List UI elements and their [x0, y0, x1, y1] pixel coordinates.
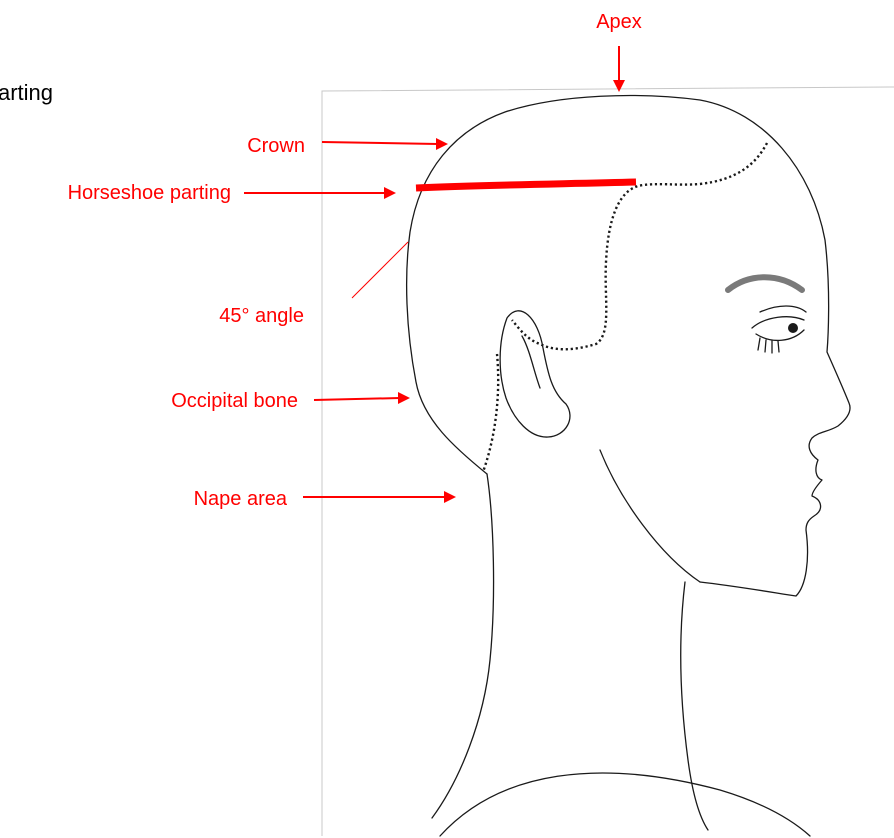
- nape-hairline-dotted: [483, 354, 498, 472]
- label-horseshoe-parting: Horseshoe parting: [68, 182, 231, 204]
- front-neck-outline: [681, 582, 708, 830]
- label-nape-area: Nape area: [194, 488, 288, 510]
- angle-indicator-line: [352, 242, 408, 298]
- jaw-line: [600, 450, 700, 582]
- skull-and-face-outline: [407, 96, 850, 596]
- eye: [752, 306, 806, 353]
- eye-pupil: [788, 323, 798, 333]
- apex-arrow-head: [613, 80, 625, 92]
- nape-arrow-head: [444, 491, 456, 503]
- crown-arrow-line: [322, 142, 438, 144]
- label-45-angle: 45° angle: [219, 305, 304, 327]
- occipital-arrow-head: [398, 392, 410, 404]
- horseshoe-arrow-head: [384, 187, 396, 199]
- back-neck-outline: [432, 474, 494, 818]
- label-occipital-bone: Occipital bone: [171, 390, 298, 412]
- illustration-frame: [322, 87, 894, 836]
- head-outline: [407, 96, 850, 836]
- occipital-arrow-line: [314, 398, 400, 400]
- horseshoe-parting-band: [416, 182, 636, 188]
- label-crown: Crown: [247, 135, 305, 157]
- eyebrow: [728, 277, 802, 290]
- ear: [500, 311, 570, 437]
- eye-lower-lid: [756, 330, 804, 340]
- hairline-dotted: [512, 143, 767, 349]
- shoulder-line: [440, 773, 810, 836]
- crown-arrow-head: [436, 138, 448, 150]
- eye-crease: [760, 306, 806, 312]
- label-apex: Apex: [596, 11, 642, 33]
- title-fragment: arting: [0, 80, 53, 105]
